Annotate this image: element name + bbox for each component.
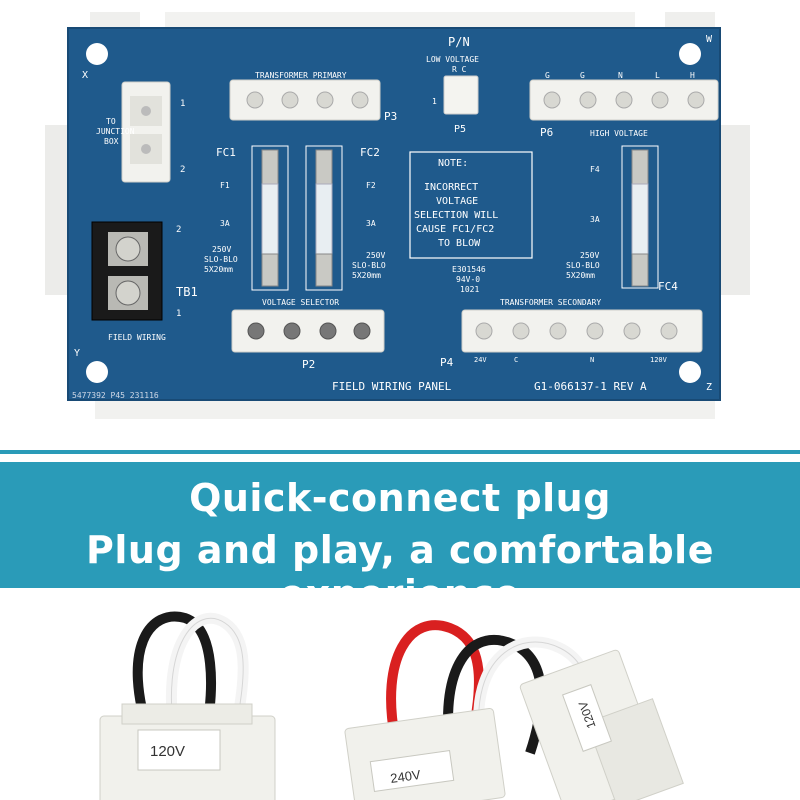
note-title: NOTE: xyxy=(438,158,468,169)
product-photo-plugs: 120V 240V 120V xyxy=(0,588,800,800)
svg-text:1: 1 xyxy=(176,309,181,319)
svg-text:H: H xyxy=(690,71,695,80)
svg-text:CAUSE FC1/FC2: CAUSE FC1/FC2 xyxy=(416,224,494,235)
svg-text:5X20mm: 5X20mm xyxy=(566,271,595,280)
p5-label: P5 xyxy=(454,124,466,135)
high-voltage-label: HIGH VOLTAGE xyxy=(590,129,648,138)
p2-label: P2 xyxy=(302,358,315,371)
svg-text:SLO-BLO: SLO-BLO xyxy=(204,255,238,264)
black-wire xyxy=(132,611,216,740)
svg-text:F4: F4 xyxy=(590,165,600,174)
mount-hole xyxy=(86,361,108,383)
board-title: FIELD WIRING PANEL xyxy=(332,380,452,393)
left-plug-label xyxy=(137,729,221,771)
fuse-f4 xyxy=(631,149,649,287)
svg-text:L: L xyxy=(655,71,660,80)
mount-hole xyxy=(86,43,108,65)
svg-text:INCORRECT: INCORRECT xyxy=(424,182,478,193)
board-serial: 5477392 P45 231116 xyxy=(72,391,159,400)
fc2-label: FC2 xyxy=(360,146,380,159)
plug-illustration: 120V 240V 120V xyxy=(99,611,684,800)
svg-text:G: G xyxy=(545,71,550,80)
banner-headline: Quick-connect plug xyxy=(189,476,611,520)
svg-text:TO BLOW: TO BLOW xyxy=(438,238,481,249)
feature-banner xyxy=(0,462,800,588)
right-plug-voltage-1: 240V xyxy=(389,767,421,786)
p3-label: P3 xyxy=(384,110,397,123)
product-photo-board: X W Y Z TO JUNCTION BOX 1 2 TRANSFORMER … xyxy=(45,12,750,419)
p4-label: P4 xyxy=(440,356,454,369)
svg-text:SLO-BLO: SLO-BLO xyxy=(352,261,386,270)
junction-label-3: BOX xyxy=(104,137,119,146)
svg-text:C: C xyxy=(514,356,518,364)
svg-text:N: N xyxy=(590,356,594,364)
svg-text:24V: 24V xyxy=(474,356,487,364)
p4-connector xyxy=(461,309,703,353)
transformer-secondary-label: TRANSFORMER SECONDARY xyxy=(500,298,601,307)
corner-x: X xyxy=(82,70,88,81)
circuit-board-illustration: X W Y Z TO JUNCTION BOX 1 2 TRANSFORMER … xyxy=(45,12,750,419)
p3-connector xyxy=(229,79,381,121)
p5-connector xyxy=(443,75,479,115)
voltage-selector-label: VOLTAGE SELECTOR xyxy=(262,298,339,307)
transformer-primary-label: TRANSFORMER PRIMARY xyxy=(255,71,347,80)
svg-text:SLO-BLO: SLO-BLO xyxy=(566,261,600,270)
note-box xyxy=(409,151,533,259)
svg-text:3A: 3A xyxy=(366,219,376,228)
svg-text:5X20mm: 5X20mm xyxy=(352,271,381,280)
svg-text:3A: 3A xyxy=(590,215,600,224)
svg-text:250V: 250V xyxy=(366,251,385,260)
corner-y: Y xyxy=(74,348,80,359)
right-rail xyxy=(720,125,750,295)
svg-text:VOLTAGE: VOLTAGE xyxy=(436,196,478,207)
field-wiring-label: FIELD WIRING xyxy=(108,333,166,342)
svg-text:1021: 1021 xyxy=(460,285,479,294)
fc4-label: FC4 xyxy=(658,280,678,293)
fuse-f1 xyxy=(261,149,279,287)
svg-text:5X20mm: 5X20mm xyxy=(204,265,233,274)
p2-connector xyxy=(231,309,385,353)
svg-text:F1: F1 xyxy=(220,181,230,190)
svg-text:F2: F2 xyxy=(366,181,376,190)
fuse-f2 xyxy=(315,149,333,287)
mount-hole xyxy=(679,43,701,65)
svg-text:120V: 120V xyxy=(650,356,668,364)
junction-label-2: JUNCTION xyxy=(96,127,135,136)
banner-divider xyxy=(0,450,800,454)
board-part-number: G1-066137-1 REV A xyxy=(534,380,647,393)
svg-text:1: 1 xyxy=(432,97,437,106)
svg-text:N: N xyxy=(618,71,623,80)
svg-text:G: G xyxy=(580,71,585,80)
junction-pin-2: 2 xyxy=(180,165,185,175)
fc1-label: FC1 xyxy=(216,146,236,159)
pn-label: P/N xyxy=(448,35,470,49)
svg-text:250V: 250V xyxy=(212,245,231,254)
mount-hole xyxy=(679,361,701,383)
corner-z: Z xyxy=(706,382,712,393)
corner-w: W xyxy=(706,34,713,45)
svg-text:3A: 3A xyxy=(220,219,230,228)
low-voltage-label: LOW VOLTAGE xyxy=(426,55,479,64)
p6-label: P6 xyxy=(540,126,553,139)
svg-text:250V: 250V xyxy=(580,251,599,260)
left-plug-voltage: 120V xyxy=(150,743,185,760)
junction-label-1: TO xyxy=(106,117,116,126)
svg-text:2: 2 xyxy=(176,225,181,235)
rc-label: R C xyxy=(452,65,467,74)
svg-text:SELECTION WILL: SELECTION WILL xyxy=(414,210,498,221)
svg-text:94V-0: 94V-0 xyxy=(456,275,480,284)
svg-text:E301546: E301546 xyxy=(452,265,486,274)
tb1-label: TB1 xyxy=(176,285,198,299)
junction-pin-1: 1 xyxy=(180,99,185,109)
